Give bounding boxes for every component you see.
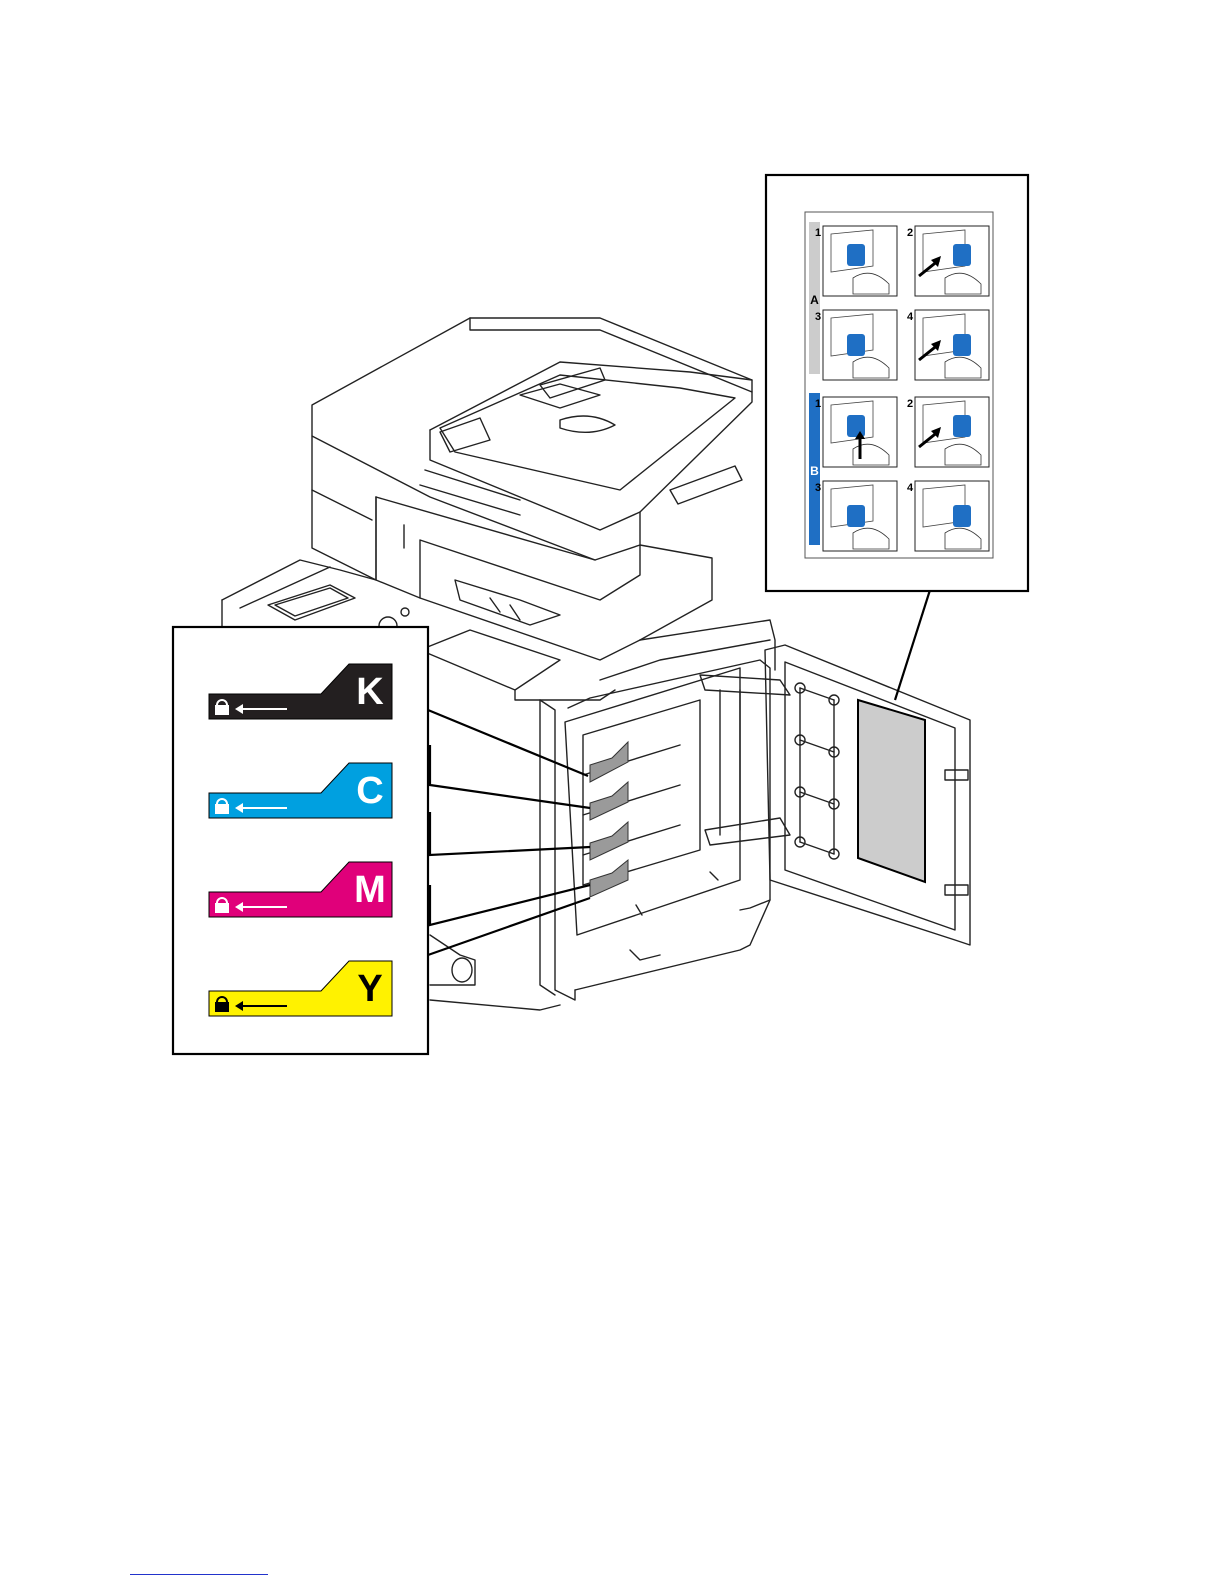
document-feeder (312, 318, 752, 580)
toner-letter: K (356, 671, 384, 713)
instruction-step-panel: 1 (815, 397, 897, 467)
step-number: 4 (907, 482, 914, 494)
instruction-step-panel: 4 (907, 310, 989, 380)
step-number: 4 (907, 311, 914, 323)
instruction-step-panel: 3 (815, 310, 897, 380)
toner-letter: C (356, 770, 383, 812)
footer-link-underline[interactable] (130, 1574, 268, 1575)
section-letter: B (810, 464, 819, 478)
step-number: 1 (815, 398, 821, 410)
instruction-label-on-door (858, 700, 925, 882)
toner-letter: M (354, 869, 386, 911)
instruction-step-panel: 3 (815, 481, 897, 551)
door-rollers (795, 683, 839, 859)
instruction-step-panel: 4 (907, 481, 989, 551)
step-number: 3 (815, 482, 821, 494)
toner-letter: Y (357, 968, 382, 1010)
instruction-step-panel: 2 (907, 226, 989, 296)
step-number: 2 (907, 227, 913, 239)
step-number: 1 (815, 227, 821, 239)
front-door (700, 645, 970, 945)
instruction-step-panel: 1 (815, 226, 897, 296)
step-number: 3 (815, 311, 821, 323)
section-letter: A (810, 293, 819, 307)
toner-label-callout: K C M Y (173, 627, 428, 1054)
toner-cartridge-slots (590, 742, 628, 897)
instruction-step-panel: 2 (907, 397, 989, 467)
step-number: 2 (907, 398, 913, 410)
